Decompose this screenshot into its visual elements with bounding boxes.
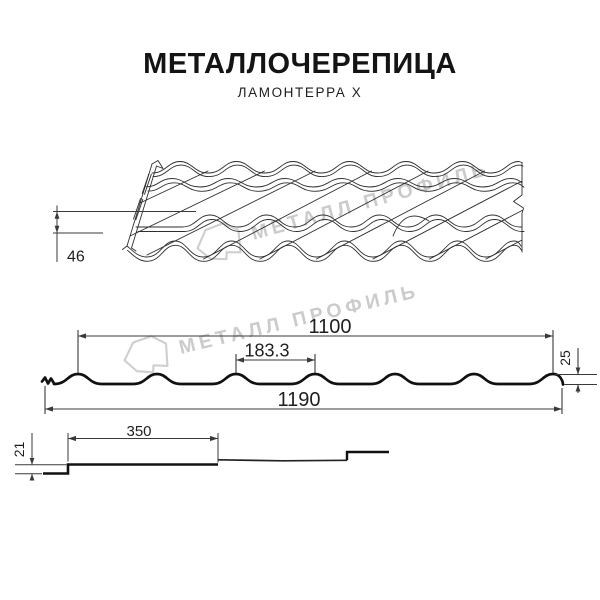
page-title: МЕТАЛЛОЧЕРЕПИЦА: [143, 48, 457, 80]
break-edge: [513, 162, 524, 253]
header: МЕТАЛЛОЧЕРЕПИЦА ЛАМОНТЕРРА X: [0, 49, 600, 100]
step-profile-overlap: [217, 458, 348, 462]
arc-detail: [392, 215, 430, 237]
page-subtitle: ЛАМОНТЕРРА X: [237, 85, 363, 100]
profile-curve: [40, 372, 565, 386]
side-profile-drawing: 350 21: [11, 423, 389, 481]
starting-strip: [122, 160, 164, 252]
dim-1190: [44, 386, 563, 414]
dim-21: [15, 433, 67, 481]
step-profile-next-module: [345, 450, 389, 461]
dim-label-46: 46: [67, 249, 85, 266]
wave-trough-lines: [129, 170, 523, 260]
dim-label-1190: 1190: [277, 389, 320, 411]
dim-25: [555, 348, 597, 393]
dim-label-350: 350: [126, 423, 151, 440]
dim-label-21: 21: [11, 442, 27, 458]
perspective-drawing: [122, 160, 525, 262]
dim-label-25: 25: [557, 350, 573, 366]
dim-350: [67, 433, 219, 463]
dim-1100: [77, 330, 554, 373]
cross-section-drawing: 1100 183.3 25: [40, 316, 597, 414]
dim-label-1100: 1100: [308, 316, 351, 338]
step-profile-thick: [43, 463, 218, 475]
dim-46: [53, 205, 196, 262]
dim-183-3: [235, 354, 316, 373]
dim-label-183-3: 183.3: [244, 341, 289, 361]
